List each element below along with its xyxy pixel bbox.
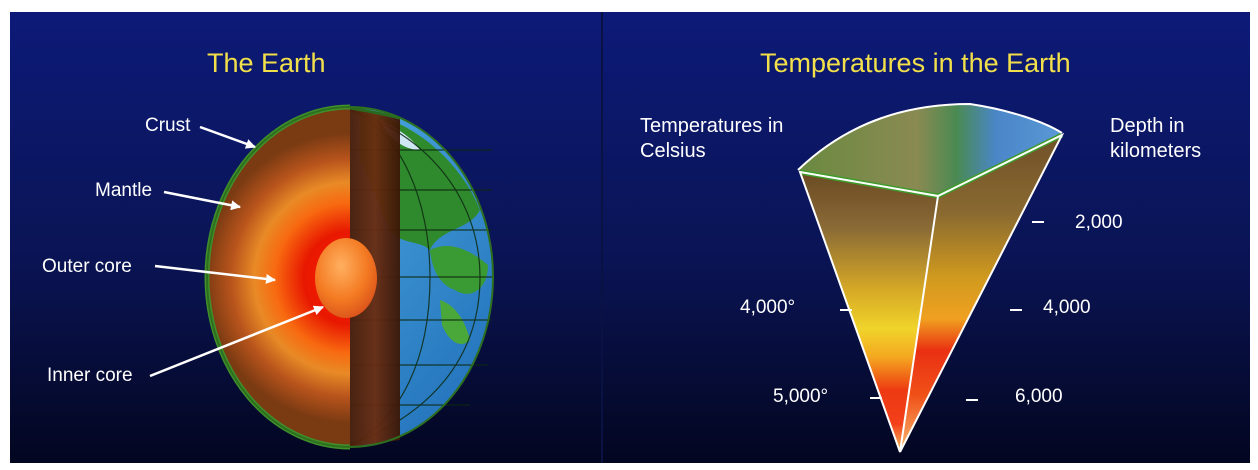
background	[10, 12, 1250, 463]
temperatures-title: Temperatures in the Earth	[760, 48, 1071, 78]
depth-label-6000: 6,000	[1015, 386, 1063, 407]
depth-label-2000: 2,000	[1075, 212, 1123, 233]
wedge-front-face	[800, 172, 938, 452]
outer-core-label: Outer core	[42, 256, 132, 277]
earth-leader-lines	[149, 125, 324, 378]
wedge-ticks	[840, 221, 1044, 401]
temperature-label-4000: 4,000°	[740, 297, 796, 318]
crust-label: Crust	[145, 115, 191, 136]
temperature-label-5000: 5,000°	[773, 386, 829, 407]
earth-cutaway	[204, 104, 494, 450]
inner-core-arrow	[149, 305, 324, 378]
crust-arrow	[199, 125, 256, 149]
depth-label-4000: 4,000	[1043, 297, 1091, 318]
temperature-wedge	[797, 102, 1065, 453]
inner-core	[315, 238, 377, 318]
earth-title: The Earth	[207, 48, 326, 78]
temperature-heading: Temperatures in Celsius	[640, 115, 784, 162]
depth-heading: Depth in kilometers	[1110, 115, 1202, 162]
mantle-arrow	[163, 190, 241, 211]
outer-core-arrow	[154, 264, 276, 284]
inner-core-label: Inner core	[47, 365, 133, 386]
wedge-top-surface	[798, 104, 1062, 196]
mantle-label: Mantle	[95, 180, 153, 201]
